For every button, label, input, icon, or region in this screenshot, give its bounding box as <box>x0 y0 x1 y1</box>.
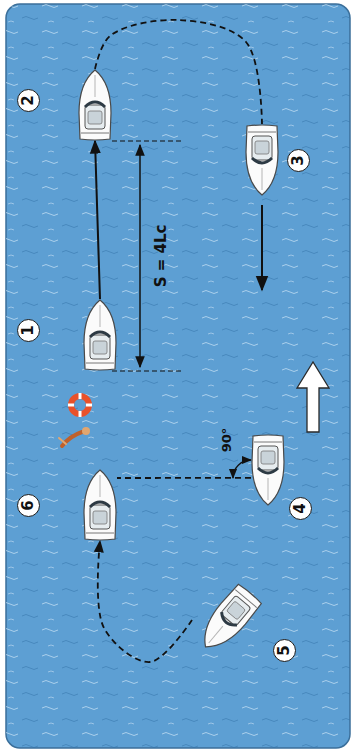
boat-cabin-roof <box>255 141 269 154</box>
callout-number-text: 3 <box>291 155 306 165</box>
course-arrow <box>95 141 100 299</box>
callout-number-text: 4 <box>293 503 308 513</box>
boat: 2 <box>78 69 112 141</box>
boat-deck-line <box>262 168 263 190</box>
boat-cabin <box>258 446 278 470</box>
boat-illustration <box>83 469 117 541</box>
water <box>6 4 350 748</box>
boat-windshield <box>85 102 105 107</box>
course-path <box>98 541 192 662</box>
callout-number: 1 <box>17 319 40 342</box>
wave-texture <box>6 4 350 748</box>
boat: 4 <box>251 434 285 506</box>
callout-number-text: 1 <box>21 325 36 335</box>
angle-label: 90° <box>219 428 234 453</box>
boat-hull <box>252 435 284 505</box>
callout-number: 3 <box>287 149 310 172</box>
boat-stern <box>86 363 114 364</box>
boat-cabin <box>90 505 110 529</box>
boat: 5 <box>192 585 264 655</box>
boat-stern <box>254 442 282 443</box>
boat: 6 <box>83 469 117 541</box>
boat-deck-line <box>268 478 269 500</box>
boat-windshield <box>90 332 110 337</box>
boat: 1 <box>83 299 117 371</box>
boat-cabin-roof <box>226 601 245 620</box>
dimension-tick <box>112 370 182 371</box>
dimension-label: S = 4Lc <box>152 225 170 288</box>
dimension-tick <box>112 140 182 141</box>
boat-stern <box>235 590 256 608</box>
boat-hull <box>84 470 116 540</box>
angle-arc <box>233 460 251 478</box>
boat-deck-line <box>209 626 223 643</box>
course-path <box>117 477 251 479</box>
boat-cabin <box>85 105 105 129</box>
boat-cabin-roof <box>88 111 102 124</box>
boat-windshield <box>252 158 272 163</box>
wind-arrow <box>297 362 329 432</box>
boat-illustration <box>251 434 285 506</box>
boat-illustration <box>245 124 279 196</box>
callout-number-text: 5 <box>277 645 292 655</box>
boat-hull <box>84 300 116 370</box>
callout-number: 2 <box>17 89 40 112</box>
boat-deck-line <box>95 75 96 97</box>
dimension-arrow <box>139 145 141 367</box>
boat-illustration <box>192 581 264 658</box>
person-overboard <box>59 427 90 446</box>
callout-number: 4 <box>289 497 312 520</box>
boat-windshield <box>90 502 110 507</box>
boat-windshield <box>258 468 278 473</box>
boat-cabin-roof <box>261 451 275 464</box>
callout-number-text: 2 <box>21 95 36 105</box>
boat-stern <box>248 132 276 133</box>
boat-hull <box>193 583 263 657</box>
course-arrow <box>261 205 263 290</box>
boat-cabin-roof <box>93 511 107 524</box>
callout-number: 6 <box>17 494 40 517</box>
boat-cabin-roof <box>93 341 107 354</box>
boat-cabin <box>90 335 110 359</box>
boat-stern <box>86 533 114 534</box>
boat-stern <box>81 133 109 134</box>
boat-illustration <box>83 299 117 371</box>
callout-number: 5 <box>273 639 296 662</box>
callout-number-text: 6 <box>21 500 36 510</box>
boat: 3 <box>245 124 279 196</box>
boat-illustration <box>78 69 112 141</box>
boat-windshield <box>218 612 237 629</box>
boat-cabin <box>252 136 272 160</box>
course-path <box>95 20 262 124</box>
boat-hull <box>79 70 111 140</box>
boat-hull <box>246 125 278 195</box>
lifebuoy <box>68 393 92 417</box>
boat-deck-line <box>100 305 101 327</box>
boat-deck-line <box>100 475 101 497</box>
